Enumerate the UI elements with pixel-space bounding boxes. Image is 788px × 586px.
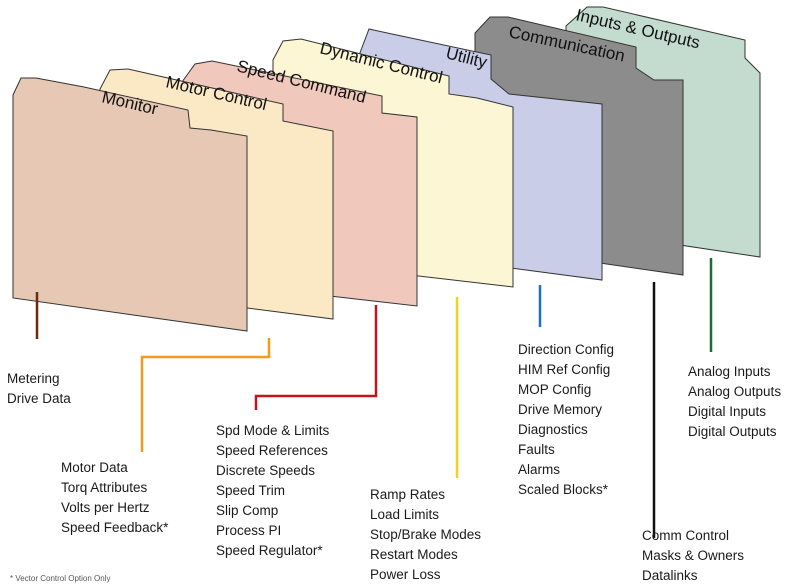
list-item: Discrete Speeds [216, 463, 316, 478]
speed-command-group-list: Spd Mode & Limits Speed References Discr… [216, 421, 329, 561]
list-item: Diagnostics [518, 422, 588, 437]
list-item: Drive Data [7, 391, 71, 406]
list-item: Volts per Hertz [61, 500, 150, 515]
list-item: Stop/Brake Modes [370, 527, 482, 542]
list-item: Load Limits [370, 507, 440, 522]
list-item: Torq Attributes [61, 480, 148, 495]
list-item: Faults [518, 442, 555, 457]
connector-speed-command [254, 305, 378, 410]
list-item: Masks & Owners [642, 548, 745, 563]
list-item: Speed Trim [216, 483, 286, 498]
list-item: Alarms [518, 462, 561, 477]
list-item: Process PI [216, 523, 282, 538]
list-item: Direction Config [518, 342, 615, 357]
footnote: * Vector Control Option Only [10, 574, 111, 583]
list-item: MOP Config [518, 382, 592, 397]
folder-monitor-body [12, 77, 248, 332]
motor-control-group-list: Motor Data Torq Attributes Volts per Her… [61, 458, 168, 538]
list-item: Speed Regulator* [216, 543, 323, 558]
list-item: Drive Memory [518, 402, 603, 417]
inputs-outputs-group-list: Analog Inputs Analog Outputs Digital Inp… [688, 362, 781, 442]
list-item: Speed References [216, 443, 328, 458]
list-item: Ramp Rates [370, 487, 446, 502]
utility-group-list: Direction Config HIM Ref Config MOP Conf… [518, 340, 614, 500]
list-item: Speed Feedback* [61, 520, 169, 535]
connector-motor-control [140, 338, 271, 452]
list-item: Digital Outputs [688, 424, 777, 439]
list-item: HIM Ref Config [518, 362, 611, 377]
list-item: Spd Mode & Limits [216, 423, 330, 438]
list-item: Analog Outputs [688, 384, 782, 399]
list-item: Power Loss [370, 567, 441, 582]
list-item: Datalinks [642, 568, 698, 583]
folder-monitor: Monitor [12, 77, 248, 332]
list-item: Scaled Blocks* [518, 482, 609, 497]
list-item: Comm Control [642, 528, 730, 543]
list-item: Motor Data [61, 460, 128, 475]
list-item: Slip Comp [216, 503, 279, 518]
list-item: Metering [7, 371, 60, 386]
communication-group-list: Comm Control Masks & Owners Datalinks [642, 526, 744, 586]
dynamic-control-group-list: Ramp Rates Load Limits Stop/Brake Modes … [370, 485, 481, 585]
list-item: Analog Inputs [688, 364, 771, 379]
list-item: Digital Inputs [688, 404, 767, 419]
monitor-group-list: Metering Drive Data [7, 369, 71, 409]
list-item: Restart Modes [370, 547, 458, 562]
